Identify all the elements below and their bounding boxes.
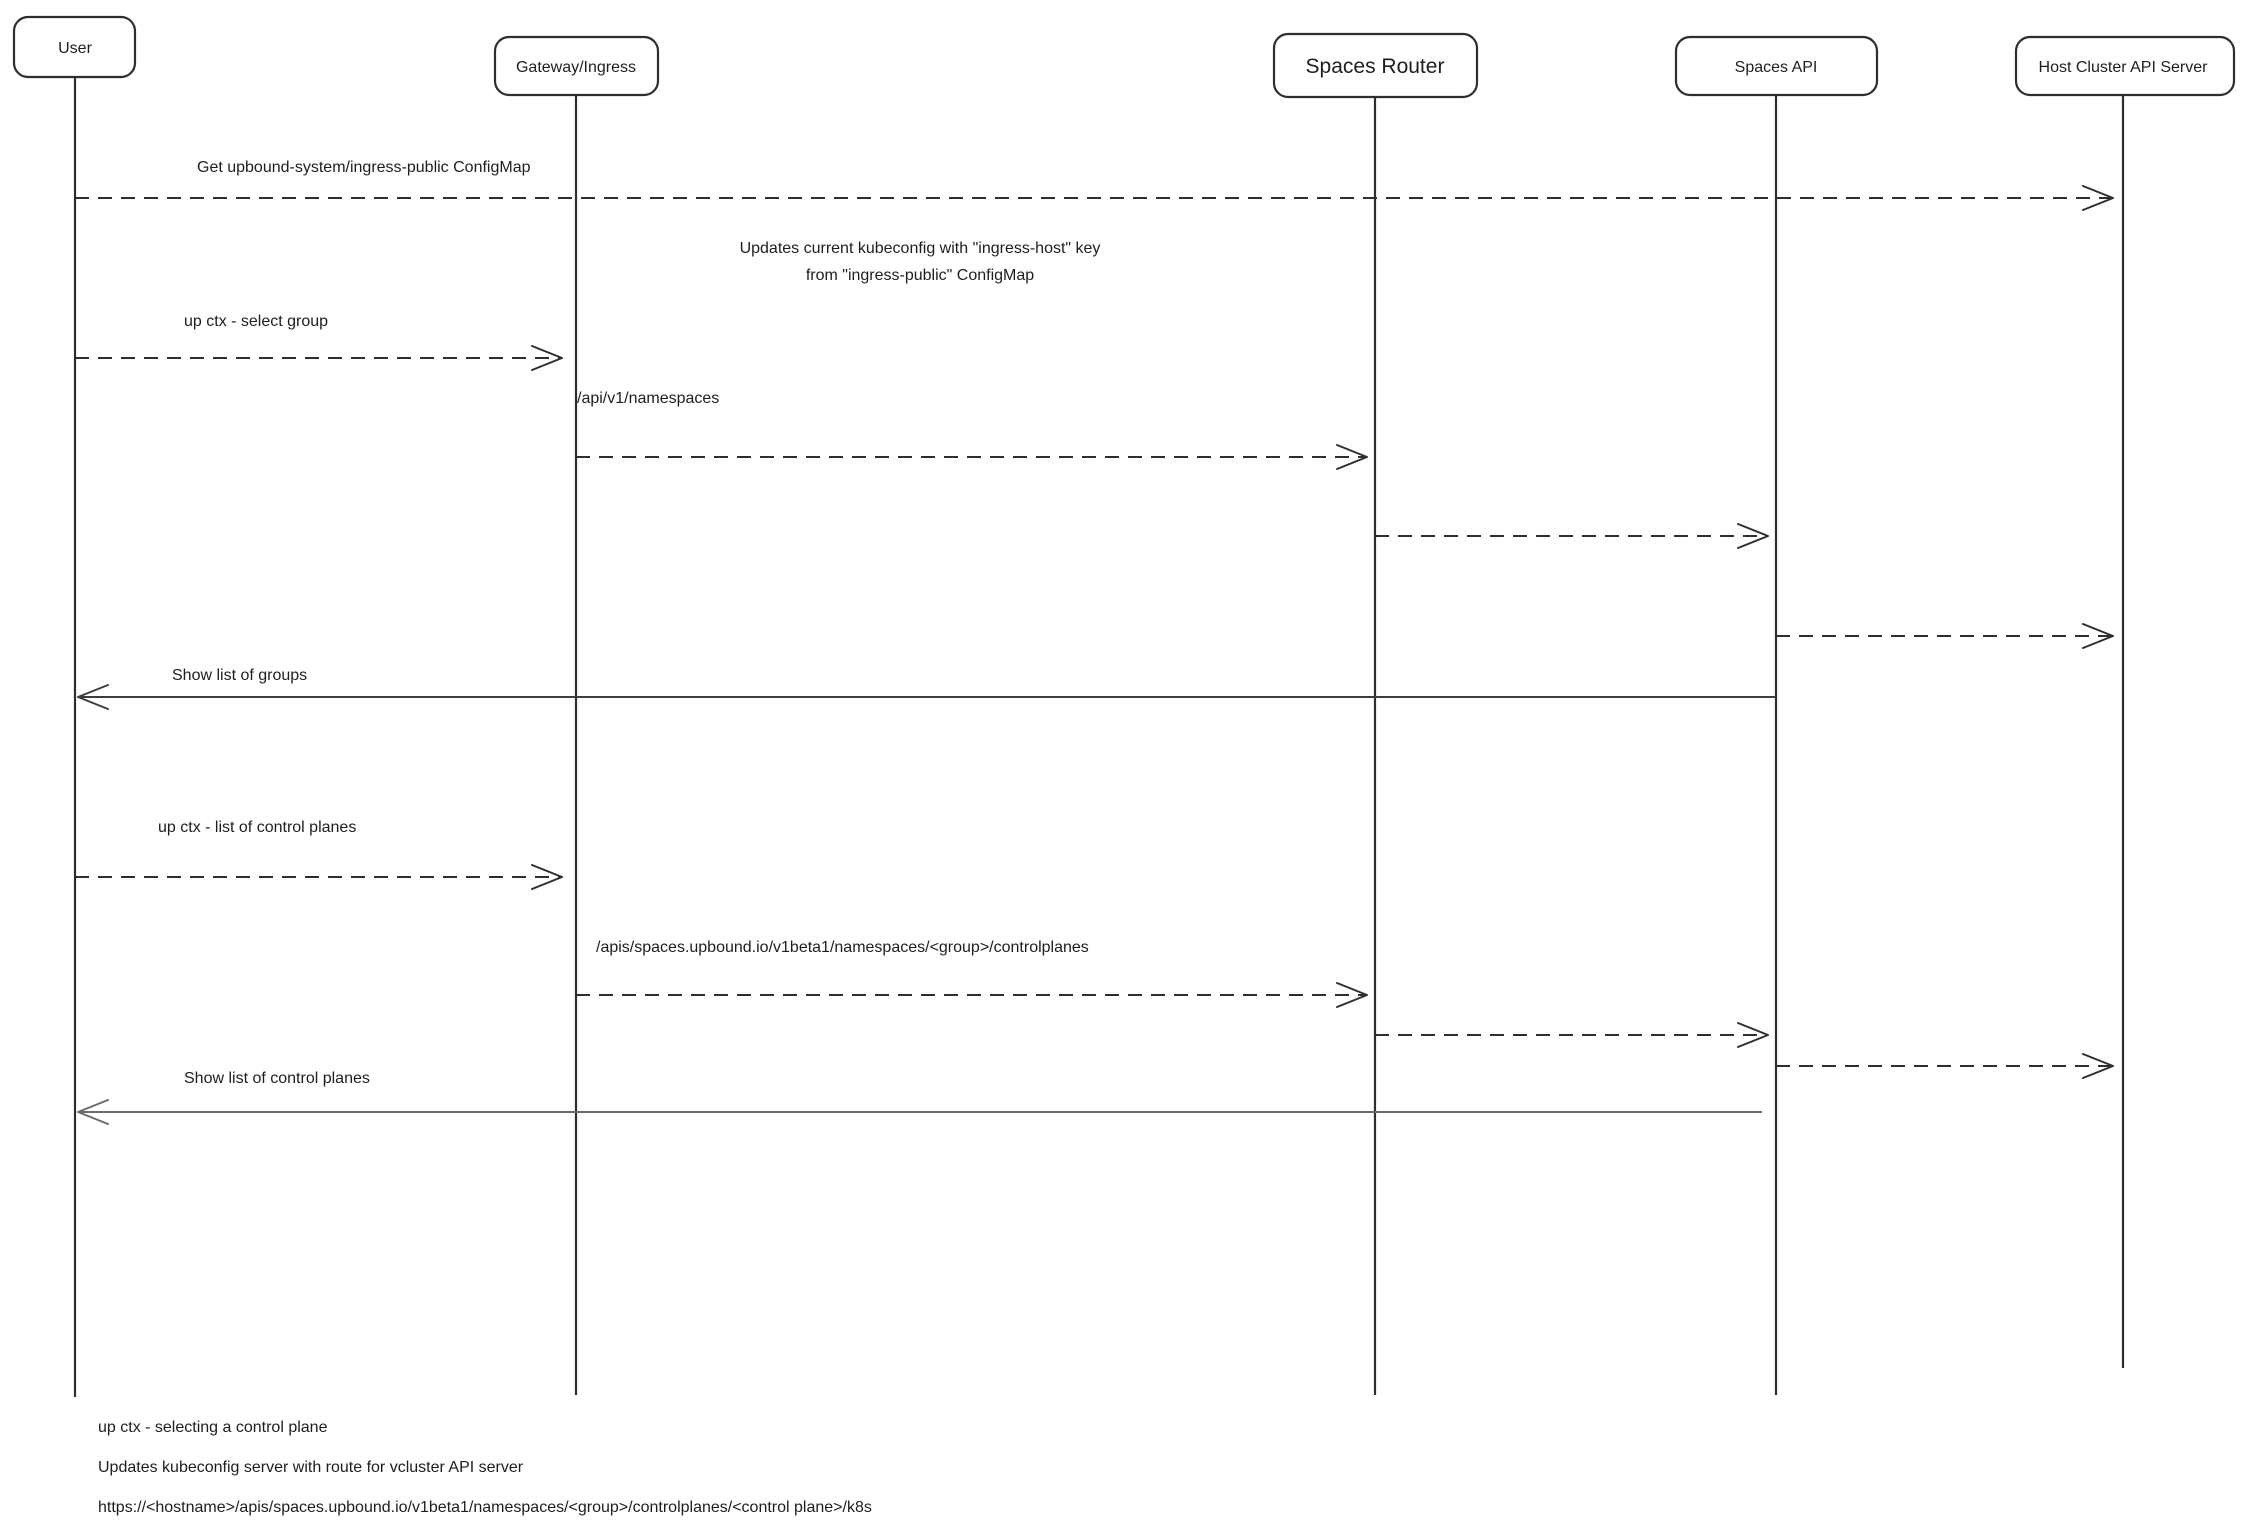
message-router-to-spaces-api-2 [1375, 1022, 1769, 1048]
note-line-updates-kubeconfig-note-2: from "ingress-public" ConfigMap [806, 267, 1034, 284]
note-updates-kubeconfig-note: Updates current kubeconfig with "ingress… [740, 240, 1101, 284]
arrowhead-router-to-spaces-api-1 [1737, 523, 1769, 549]
actor-label-spaces-router: Spaces Router [1306, 55, 1445, 78]
message-show-list-of-groups: Show list of groups [77, 667, 1776, 710]
message-up-ctx-list-of-control-planes: up ctx - list of control planes [75, 819, 563, 890]
actor-label-host-cluster-api-server: Host Cluster API Server [2039, 59, 2209, 76]
arrowhead-apis-spaces-controlplanes [1336, 982, 1368, 1008]
message-apis-spaces-controlplanes: /apis/spaces.upbound.io/v1beta1/namespac… [576, 939, 1368, 1008]
actor-box-spaces-router [1272, 32, 1479, 99]
actor-spaces-api: Spaces API [1674, 35, 1879, 97]
footer-line-3: https://<hostname>/apis/spaces.upbound.i… [98, 1499, 872, 1516]
actor-label-spaces-api: Spaces API [1735, 59, 1818, 76]
actor-spaces-router: Spaces Router [1272, 32, 1479, 99]
actor-label-gateway-ingress: Gateway/Ingress [516, 59, 636, 76]
message-spaces-api-to-host-2 [1776, 1053, 2114, 1079]
arrowhead-router-to-spaces-api-2 [1737, 1022, 1769, 1048]
message-get-configmap: Get upbound-system/ingress-public Config… [75, 159, 2114, 211]
note-line-updates-kubeconfig-note-1: Updates current kubeconfig with "ingress… [740, 240, 1101, 257]
arrowhead-up-ctx-list-of-control-planes [531, 864, 563, 890]
actor-user: User [12, 15, 137, 79]
arrowhead-get-configmap [2082, 185, 2114, 211]
actor-label-user: User [58, 40, 92, 57]
actor-box-spaces-api [1674, 35, 1879, 97]
arrowhead-spaces-api-to-host-2 [2082, 1053, 2114, 1079]
arrowhead-up-ctx-select-group [531, 345, 563, 371]
actor-box-user [12, 15, 137, 79]
message-spaces-api-to-host-1 [1776, 623, 2114, 649]
footer-line-1: up ctx - selecting a control plane [98, 1419, 328, 1436]
message-router-to-spaces-api-1 [1375, 523, 1769, 549]
message-label-show-list-of-control-planes: Show list of control planes [184, 1070, 370, 1087]
actor-host-cluster-api-server: Host Cluster API Server [2014, 35, 2236, 97]
arrowhead-show-list-of-groups [77, 684, 109, 710]
arrowhead-api-v1-namespaces [1336, 444, 1368, 470]
message-show-list-of-control-planes: Show list of control planes [77, 1070, 1762, 1125]
message-api-v1-namespaces: /api/v1/namespaces [576, 390, 1368, 470]
message-label-apis-spaces-controlplanes: /apis/spaces.upbound.io/v1beta1/namespac… [596, 939, 1089, 956]
message-label-up-ctx-list-of-control-planes: up ctx - list of control planes [158, 819, 356, 836]
message-label-get-configmap: Get upbound-system/ingress-public Config… [197, 159, 531, 176]
message-up-ctx-select-group: up ctx - select group [75, 313, 563, 371]
actor-box-gateway-ingress [493, 35, 660, 97]
footer-notes: up ctx - selecting a control planeUpdate… [98, 1419, 872, 1516]
arrowhead-spaces-api-to-host-1 [2082, 623, 2114, 649]
message-label-api-v1-namespaces: /api/v1/namespaces [577, 390, 719, 407]
actor-box-host-cluster-api-server [2014, 35, 2236, 97]
footer-line-2: Updates kubeconfig server with route for… [98, 1459, 524, 1476]
message-label-show-list-of-groups: Show list of groups [172, 667, 307, 684]
actor-gateway-ingress: Gateway/Ingress [493, 35, 660, 97]
message-label-up-ctx-select-group: up ctx - select group [184, 313, 328, 330]
arrowhead-show-list-of-control-planes [77, 1099, 109, 1125]
